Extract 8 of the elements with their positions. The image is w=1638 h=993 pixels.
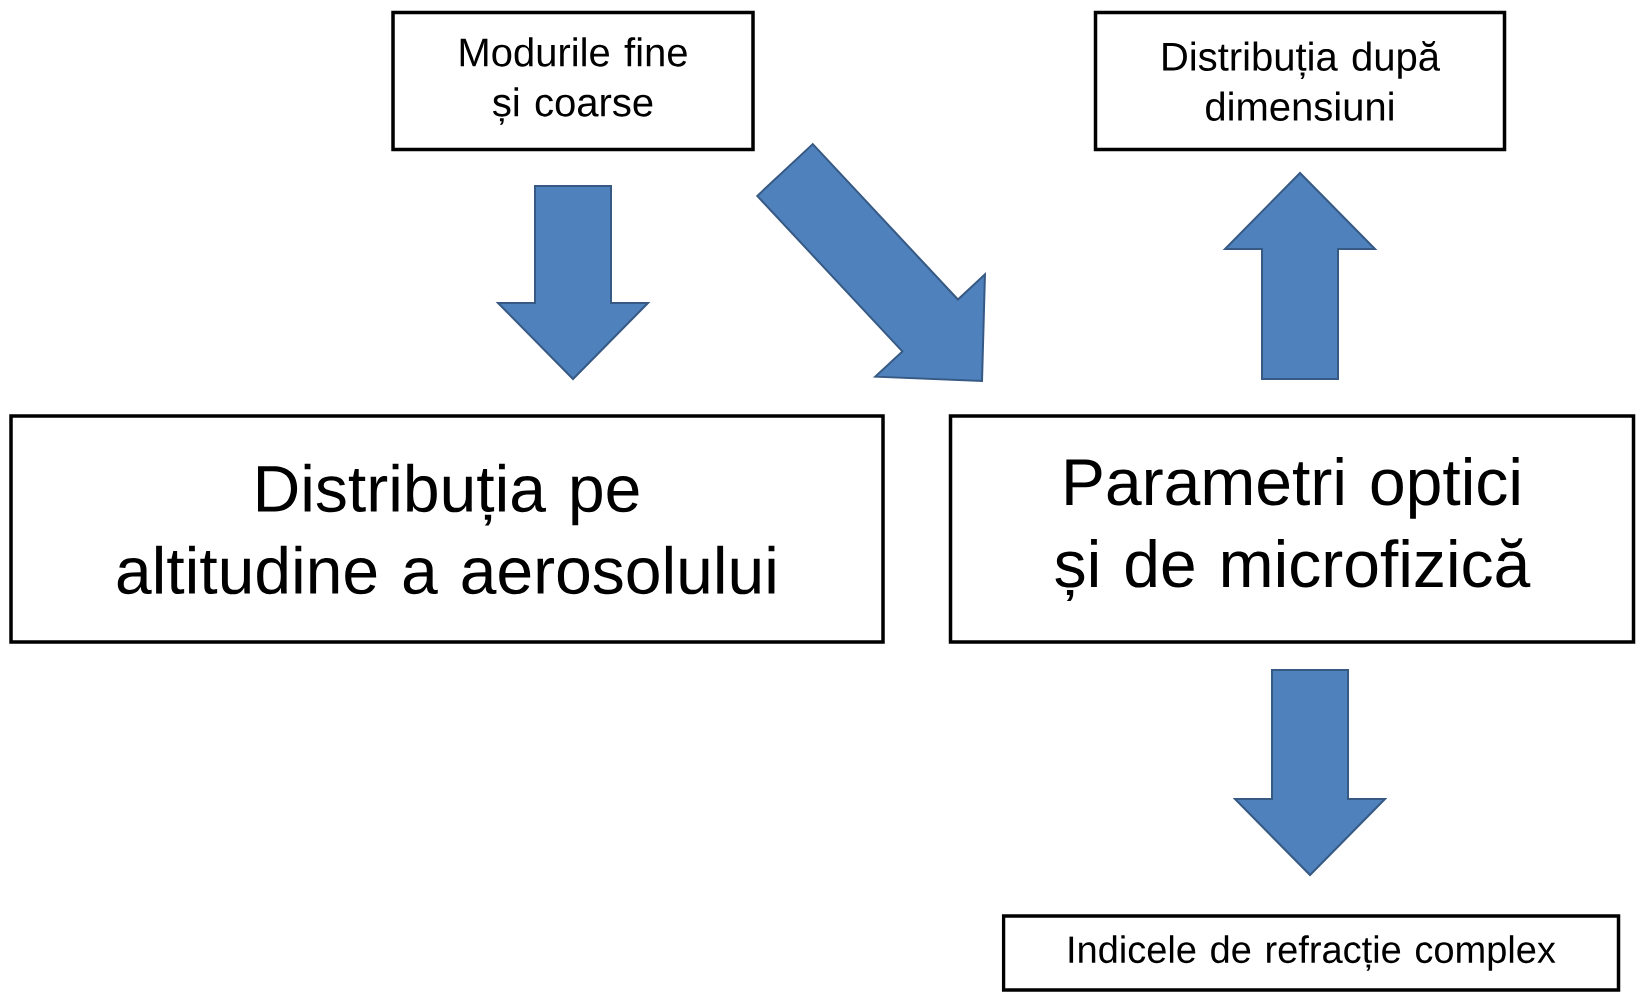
block-arrow — [495, 185, 651, 381]
text-box: Distribuția pe altitudine a aerosolului — [9, 414, 885, 644]
text-box: Modurile fine și coarse — [391, 10, 755, 152]
text-box: Distribuția după dimensiuni — [1093, 10, 1507, 152]
block-arrow — [1222, 171, 1378, 380]
block-arrow — [1232, 669, 1388, 877]
text-box: Parametri optici și de microfizică — [948, 414, 1636, 644]
text-box: Indicele de refracție complex — [1001, 914, 1621, 992]
